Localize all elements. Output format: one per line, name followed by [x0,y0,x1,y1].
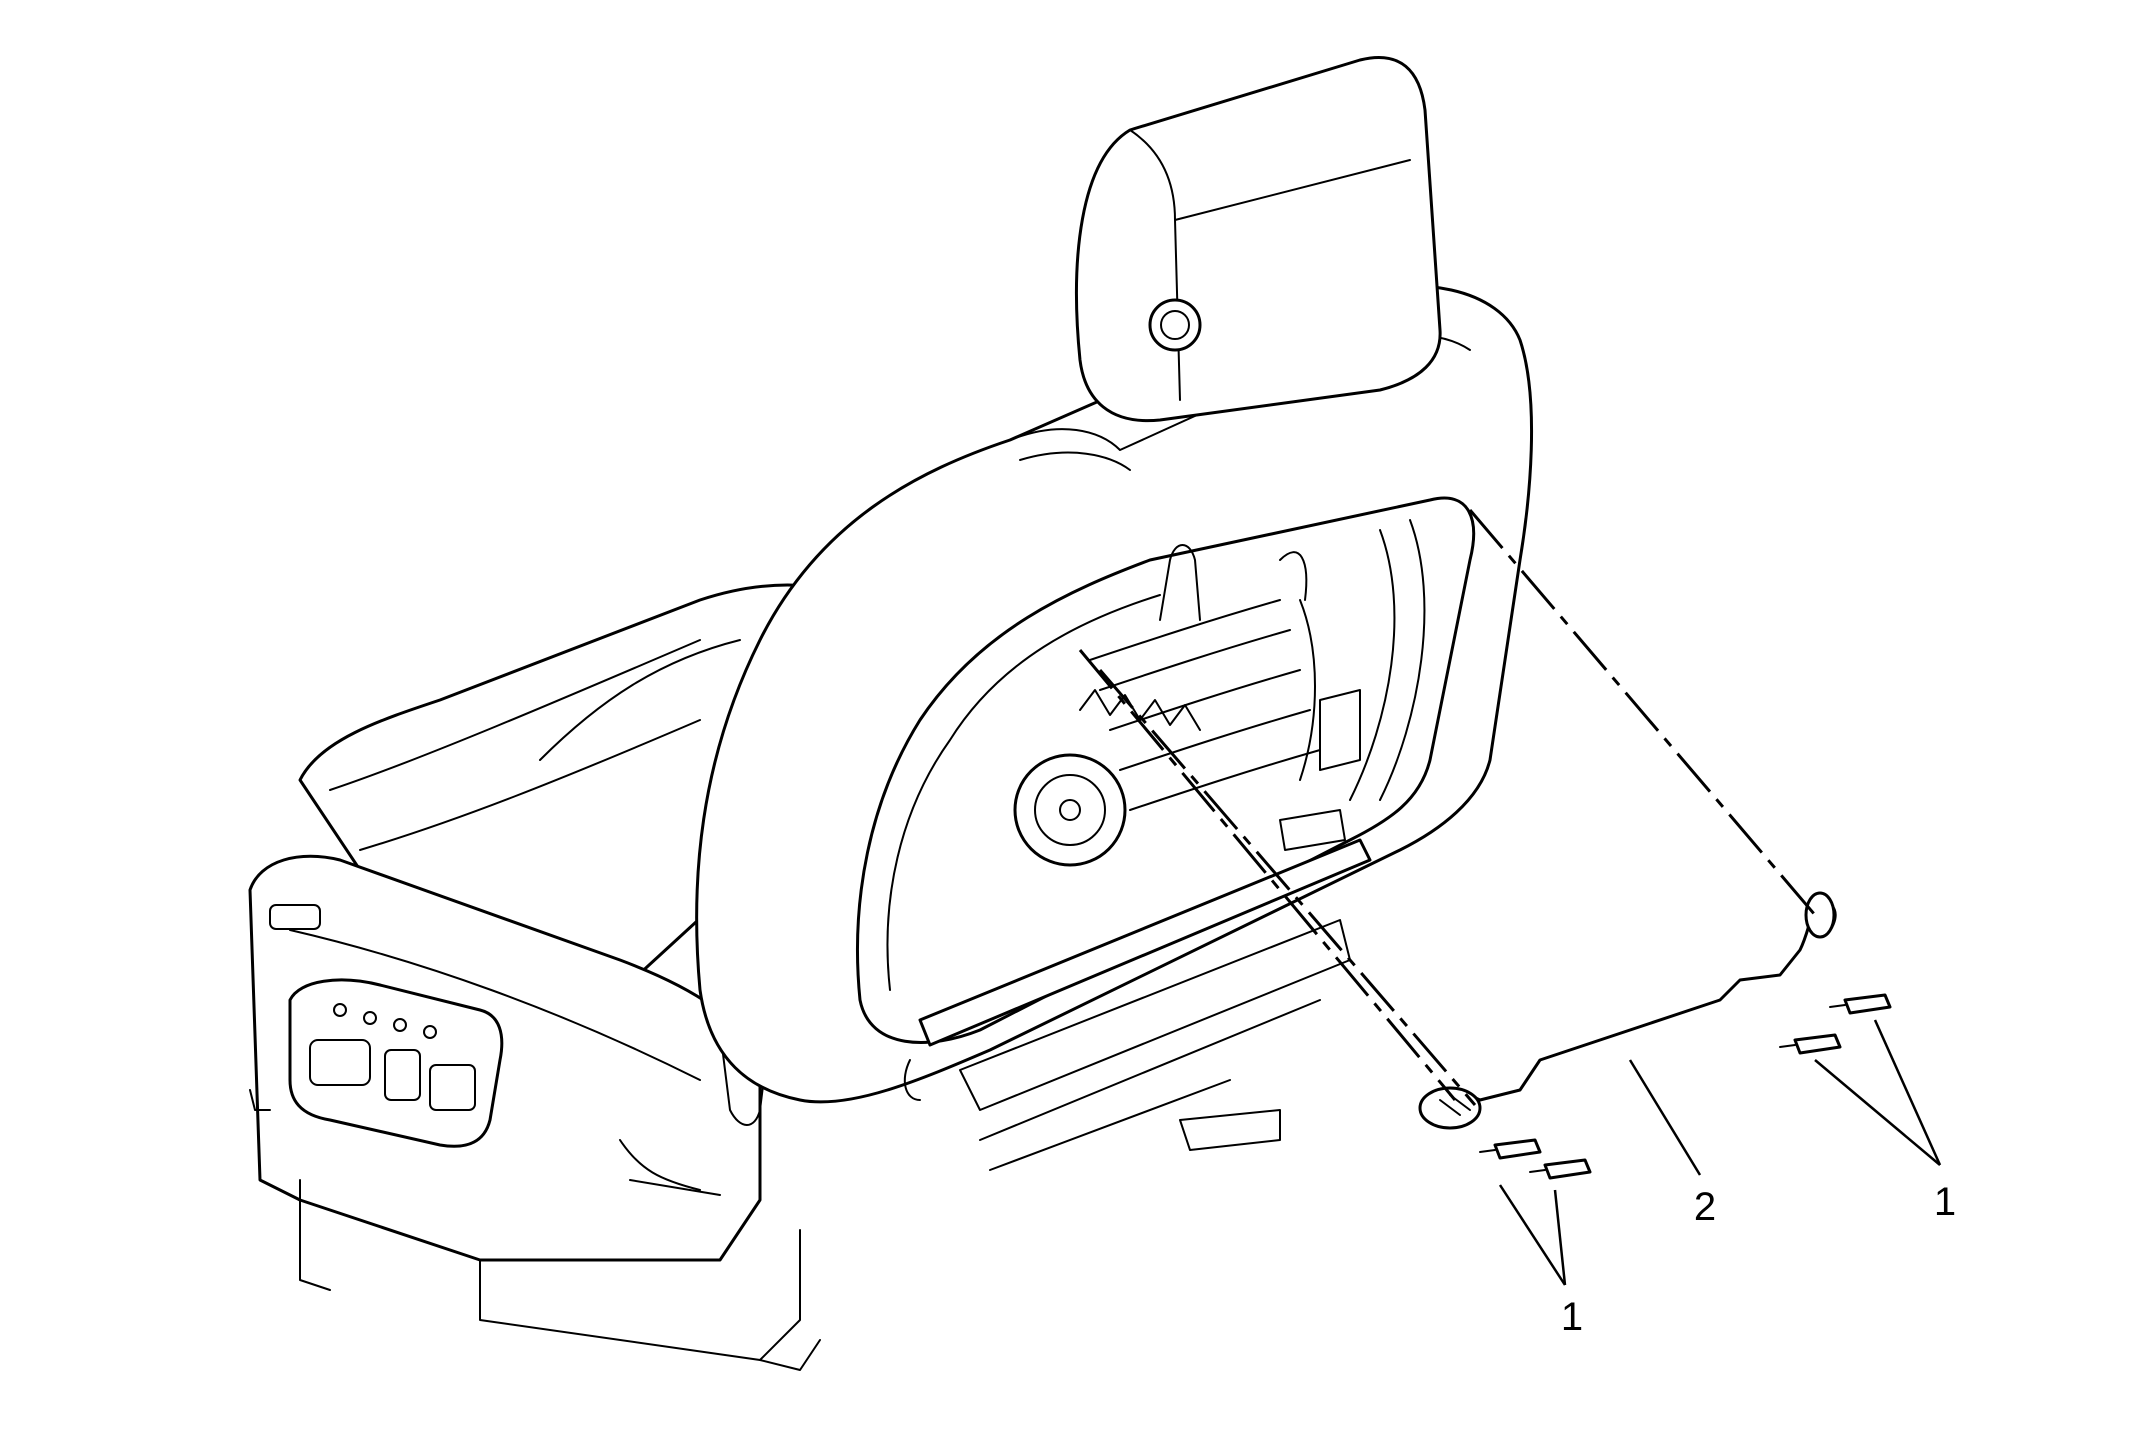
installation-lines [1078,509,1817,1106]
seat-back-internals [1013,544,1361,867]
callout-2: 2 [1694,1185,1716,1229]
leader-lines [1498,1019,1942,1286]
callout-1-center: 1 [1561,1295,1583,1339]
callout-1-right: 1 [1934,1180,1956,1224]
seat-back-shell [695,284,1534,1171]
seat-back-panel-retainer-wire [1418,891,1837,1130]
retainer-set-center [1479,1138,1592,1180]
headrest [1075,55,1442,423]
retainer-set-right [1779,993,1892,1055]
